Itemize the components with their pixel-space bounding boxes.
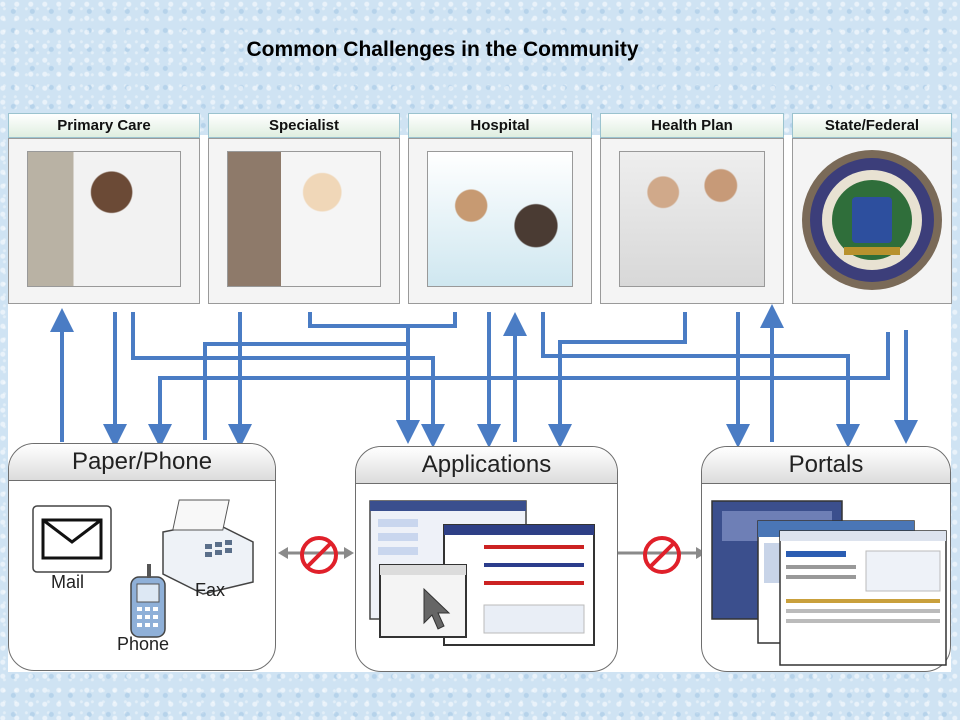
portal-screens (711, 500, 947, 666)
hub-portals: Portals (701, 446, 951, 672)
photo-box-state-federal (792, 138, 952, 304)
health-plan-photo (619, 151, 765, 287)
fax-label: Fax (195, 580, 226, 600)
application-screens (369, 500, 595, 646)
no-sign-icon (300, 536, 338, 574)
hub-paper-phone: Paper/Phone Mail Fax Phone (8, 443, 276, 671)
column-label-hospital: Hospital (408, 113, 592, 138)
page-title: Common Challenges in the Community (246, 38, 639, 61)
mail-label: Mail (51, 572, 85, 592)
photo-box-primary-care (8, 138, 200, 304)
column-label-specialist: Specialist (208, 113, 400, 138)
hub-title-applications: Applications (356, 447, 617, 484)
hospital-photo (427, 151, 573, 287)
column-label-health-plan: Health Plan (600, 113, 784, 138)
phone-label: Phone (117, 634, 170, 654)
hub-applications: Applications (355, 446, 618, 672)
doctor-photo (27, 151, 181, 287)
envelope-icon (32, 505, 112, 573)
photo-box-hospital (408, 138, 592, 304)
cell-phone-icon (130, 564, 166, 638)
paper-phone-icons (32, 499, 254, 638)
photo-box-specialist (208, 138, 400, 304)
no-sign-icon (643, 536, 681, 574)
column-label-primary-care: Primary Care (8, 113, 200, 138)
specialist-photo (227, 151, 381, 287)
fax-icon (162, 499, 254, 595)
column-label-state-federal: State/Federal (792, 113, 952, 138)
hub-title-paper-phone: Paper/Phone (9, 444, 275, 481)
cursor-icon (423, 587, 451, 630)
photo-box-health-plan (600, 138, 784, 304)
state-seal-icon (802, 150, 942, 290)
hub-title-portals: Portals (702, 447, 950, 484)
